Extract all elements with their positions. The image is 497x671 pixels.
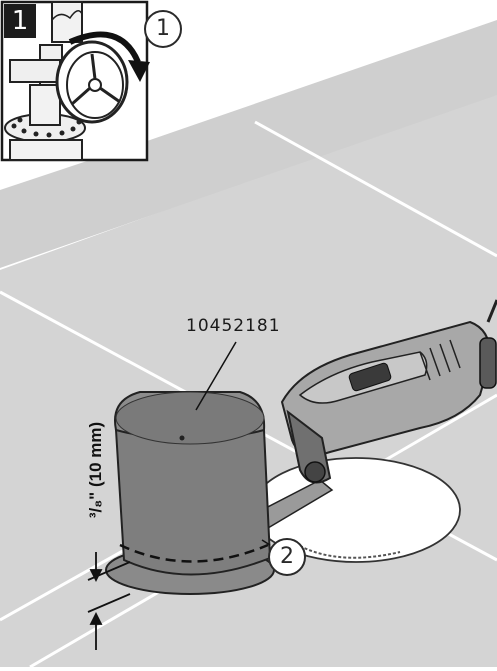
step-number-badge: 1 [4,4,36,38]
callout-2: 2 [268,538,306,576]
dimension-label: ³/₈" (10 mm) [86,421,105,519]
part-number-leader [195,341,237,411]
callout-1: 1 [144,10,182,48]
part-number-label: 10452181 [186,316,281,336]
bucket [105,391,275,595]
dimension-lines [87,552,131,650]
dimension-label-box: ³/₈" (10 mm) [56,400,136,550]
oscillating-tool [280,299,497,484]
